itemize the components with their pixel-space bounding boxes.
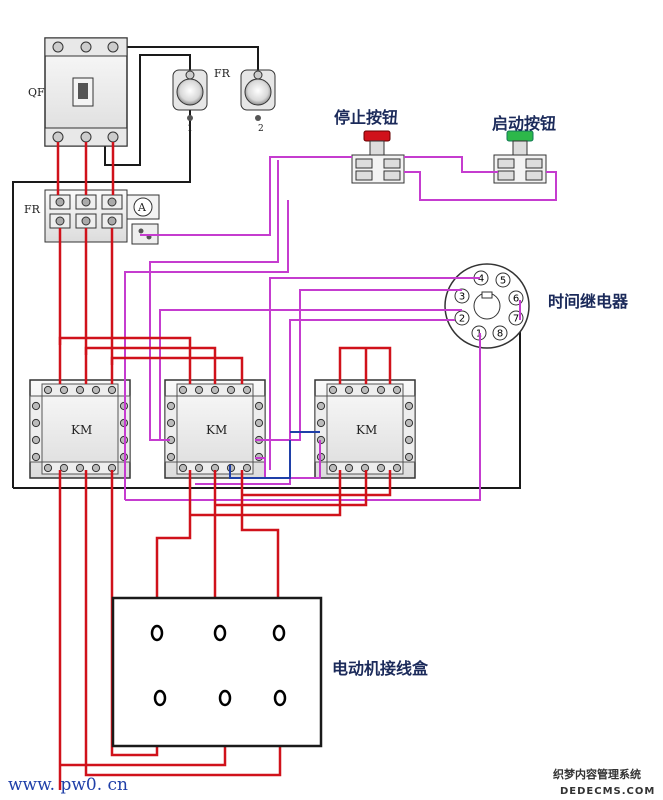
timer-pin-label: 4 — [478, 274, 484, 285]
terminal-screw — [194, 385, 204, 395]
terminal-screw — [254, 401, 264, 411]
start-button — [493, 130, 547, 184]
terminal-screw — [31, 401, 41, 411]
terminal-screw — [404, 435, 414, 445]
watermark-cn: 织梦内容管理系统 — [553, 767, 641, 781]
terminal-screw — [91, 463, 101, 473]
stop-button — [351, 130, 405, 184]
terminal-screw — [328, 385, 338, 395]
terminal-screw — [31, 452, 41, 462]
terminal-screw — [75, 385, 85, 395]
start-button-label: 启动按钮 — [492, 114, 556, 133]
terminal-screw — [360, 385, 370, 395]
contactor-1-label: KM — [71, 423, 92, 437]
terminal-screw — [392, 463, 402, 473]
terminal-screw — [404, 418, 414, 428]
terminal-screw — [31, 435, 41, 445]
terminal-screw — [31, 418, 41, 428]
terminal-screw — [75, 463, 85, 473]
fr-terminal-1-label: 1 — [187, 124, 193, 134]
timer-relay-label: 时间继电器 — [548, 292, 629, 311]
terminal-screw — [166, 452, 176, 462]
terminal-screw — [316, 418, 326, 428]
terminal-screw — [376, 463, 386, 473]
terminal-screw — [344, 463, 354, 473]
timer-pin-label: 3 — [459, 292, 465, 303]
terminal-screw — [254, 418, 264, 428]
fr-sensor-2 — [240, 69, 276, 121]
terminal-screw — [226, 385, 236, 395]
thermal-relay-fr — [44, 189, 160, 245]
terminal-screw — [43, 385, 53, 395]
contactor-km-2 — [164, 379, 266, 479]
terminal-screw — [376, 385, 386, 395]
terminal-screw — [210, 385, 220, 395]
terminal-screw — [344, 385, 354, 395]
power-wiring — [56, 142, 392, 790]
terminal-screw — [404, 452, 414, 462]
qf-label: QF — [28, 86, 45, 99]
timer-pin-label: 7 — [513, 314, 519, 325]
circuit-breaker-qf — [44, 37, 128, 147]
terminal-screw — [166, 418, 176, 428]
terminal-screw — [242, 385, 252, 395]
timer-pin-label: 6 — [513, 294, 519, 305]
motor-junction-box — [111, 596, 323, 748]
fr-sensor-1 — [172, 69, 208, 121]
timer-pin — [495, 272, 511, 288]
terminal-screw — [194, 463, 204, 473]
contactor-2-label: KM — [206, 423, 227, 437]
fr-top-label: FR — [214, 67, 231, 80]
website-url: www. pw0. cn — [8, 775, 128, 795]
timer-pin-label: 2 — [459, 314, 465, 325]
terminal-screw — [316, 401, 326, 411]
terminal-screw — [178, 463, 188, 473]
terminal-screw — [166, 401, 176, 411]
terminal-screw — [107, 385, 117, 395]
timer-pin — [492, 325, 508, 341]
terminal-screw — [178, 385, 188, 395]
terminal-screw — [59, 463, 69, 473]
timer-pin-label: 8 — [497, 329, 503, 340]
fr-left-label: FR — [24, 203, 41, 216]
motor-box-label: 电动机接线盒 — [332, 659, 429, 678]
ammeter-label: A — [137, 201, 147, 214]
stop-button-label: 停止按钮 — [334, 108, 398, 127]
terminal-screw — [242, 463, 252, 473]
timer-pin-label: 5 — [500, 276, 506, 287]
contactor-km-3 — [314, 379, 416, 479]
terminal-screw — [43, 463, 53, 473]
blue-wiring — [229, 431, 320, 479]
terminal-screw — [91, 385, 101, 395]
control-wiring — [124, 156, 557, 501]
terminal-screw — [404, 401, 414, 411]
terminal-screw — [59, 385, 69, 395]
watermark-en: DEDECMS.COM — [560, 786, 655, 797]
terminal-screw — [392, 385, 402, 395]
contactor-3-label: KM — [356, 423, 377, 437]
terminal-screw — [328, 463, 338, 473]
fr-terminal-2-label: 2 — [258, 124, 264, 134]
